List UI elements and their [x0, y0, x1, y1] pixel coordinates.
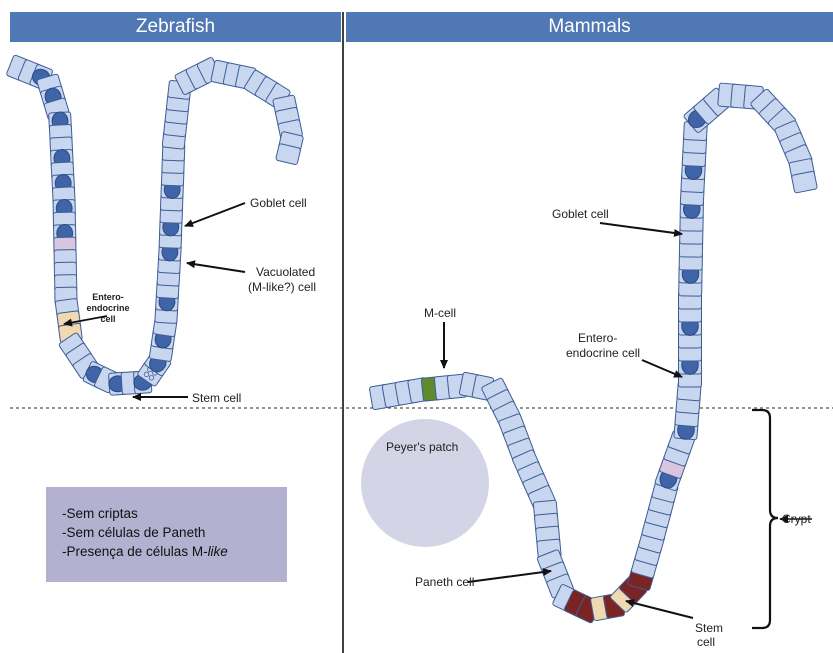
- mammal-epithelial-cell: [791, 171, 817, 193]
- mammal-goblet-arrow: [600, 223, 682, 234]
- note-line-3: -Presença de células M-like: [62, 542, 287, 561]
- zebrafish-vacuolated-label-2: (M-like?) cell: [248, 280, 316, 294]
- zebrafish-vacuolated-label-1: Vacuolated: [256, 265, 315, 279]
- mammal-entero-label-1: Entero-: [578, 331, 617, 345]
- zebrafish-goblet-arrow: [185, 203, 245, 226]
- zebrafish-entero-label-2: endocrine: [86, 303, 129, 313]
- zebrafish-entero-label-3: cell: [100, 314, 115, 324]
- crypt-bracket: [752, 410, 778, 628]
- zebrafish-entero-label-1: Entero-: [92, 292, 124, 302]
- mammal-stem-label-1: Stem: [695, 621, 723, 635]
- mammal-entero-label-2: endocrine cell: [566, 346, 640, 360]
- mammal-mcell-label: M-cell: [424, 306, 456, 320]
- mammal-paneth-arrow: [468, 571, 551, 582]
- mammal-goblet-label: Goblet cell: [552, 207, 609, 221]
- zebrafish-stem-label: Stem cell: [192, 391, 241, 405]
- note-line-3-italic: like: [208, 544, 228, 559]
- peyers-patch: [361, 419, 489, 547]
- notes-box: -Sem criptas -Sem células de Paneth -Pre…: [46, 487, 287, 582]
- mammal-crypt-label: Crypt: [782, 512, 811, 526]
- zebrafish-epithelium: [6, 55, 304, 396]
- mammal-paneth-label: Paneth cell: [415, 575, 474, 589]
- mammal-stem-arrow: [626, 601, 693, 618]
- zebrafish-goblet-label: Goblet cell: [250, 196, 307, 210]
- note-line-3-text: -Presença de células M-: [62, 544, 208, 559]
- zebrafish-vacuolated-arrow: [187, 263, 245, 272]
- note-line-1: -Sem criptas: [62, 504, 287, 523]
- mammal-enteroendocrine-arrow: [642, 360, 682, 377]
- mammal-peyers-label: Peyer's patch: [386, 440, 458, 454]
- note-line-2: -Sem células de Paneth: [62, 523, 287, 542]
- mammal-stem-label-2: cell: [697, 635, 715, 649]
